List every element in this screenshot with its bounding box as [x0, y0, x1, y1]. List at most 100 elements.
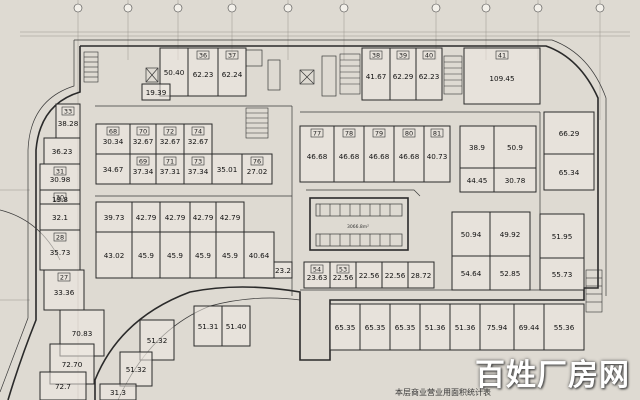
- shop-unit-outline: [415, 47, 443, 101]
- unit-number-box: [57, 272, 71, 282]
- unit-number: 81: [433, 130, 441, 138]
- unit-number-box: [402, 128, 416, 138]
- shop-unit: 52.85: [489, 255, 531, 291]
- shop-unit-outline: [99, 383, 137, 400]
- shop-unit-outline: [221, 305, 251, 347]
- shop-unit: 42.79: [131, 201, 161, 233]
- unit-area: 32.67: [160, 137, 181, 146]
- shop-unit: 49.92: [489, 211, 531, 257]
- shop-unit: 51.40: [221, 305, 251, 347]
- unit-area: 38.28: [58, 119, 79, 128]
- unit-number-box: [106, 126, 120, 136]
- unit-area: 39.73: [104, 213, 125, 222]
- shop-unit: 50.9: [493, 125, 537, 169]
- unit-area: 36.23: [52, 147, 73, 156]
- unit-area: 40.73: [427, 152, 448, 161]
- unit-area: 62.24: [222, 70, 243, 79]
- grid-markers: [73, 3, 605, 13]
- unit-area: 34.67: [103, 165, 124, 174]
- shop-unit: 45.9: [159, 231, 191, 279]
- shop-unit: 69.44: [513, 303, 545, 351]
- unit-area: 22.56: [333, 273, 354, 282]
- shop-unit: 42.79: [159, 201, 191, 233]
- unit-area: 44.45: [467, 176, 488, 185]
- unit-number-box: [422, 50, 436, 60]
- unit-number: 76: [253, 158, 261, 166]
- shop-unit-outline: [155, 123, 185, 155]
- unit-number-box: [53, 232, 67, 242]
- unit-number-box: [372, 128, 386, 138]
- shop-unit: 44.45: [459, 167, 495, 193]
- shop-unit: 38.9: [459, 125, 495, 169]
- shop-unit-outline: [39, 203, 81, 231]
- shop-unit: 75.94: [479, 303, 515, 351]
- shop-unit: 40.64: [243, 231, 275, 279]
- shop-unit: 50.94: [451, 211, 491, 257]
- shop-unit-outline: [361, 47, 391, 101]
- shop-unit-outline: [407, 261, 435, 289]
- unit-area: 45.9: [138, 251, 154, 260]
- unit-number-box: [191, 156, 205, 166]
- shop-unit-outline: [539, 257, 585, 291]
- unit-area: 46.68: [399, 152, 420, 161]
- unit-area: 62.23: [193, 70, 214, 79]
- unit-number-box: [250, 156, 264, 166]
- unit-number: 69: [139, 158, 147, 166]
- unit-area: 45.9: [195, 251, 211, 260]
- shop-unit: 23.2: [273, 261, 293, 279]
- unit-number-box: [225, 50, 239, 60]
- shop-unit-outline: [463, 47, 541, 105]
- shop-unit-outline: [189, 231, 217, 279]
- unit-area: 66.29: [559, 129, 580, 138]
- corridors: [95, 105, 580, 296]
- shop-unit: 65.35: [359, 303, 391, 351]
- shop-unit-outline: [423, 125, 451, 183]
- unit-area: 32.1: [52, 213, 68, 222]
- unit-number: 73: [194, 158, 202, 166]
- unit-area: 50.9: [507, 143, 523, 152]
- unit-area: 19.39: [146, 88, 167, 97]
- unit-area: 42.79: [193, 213, 214, 222]
- shop-unit-outline: [95, 231, 133, 279]
- shop-unit: 65.34: [543, 153, 595, 191]
- escalator-atrium: [306, 189, 421, 251]
- unit-area: 50.40: [164, 68, 185, 77]
- shop-unit-outline: [381, 261, 409, 289]
- shop-unit-outline: [273, 261, 293, 279]
- unit-number-box: [310, 128, 324, 138]
- unit-area: 30.78: [505, 176, 526, 185]
- unit-number-box: [310, 264, 324, 274]
- unit-area: 51.36: [425, 323, 446, 332]
- unit-area: 37.34: [133, 167, 154, 176]
- unit-area: 37.34: [188, 167, 209, 176]
- shop-unit-outline: [39, 163, 81, 191]
- shop-unit-outline: [393, 125, 425, 183]
- unit-number-box: [136, 156, 150, 166]
- unit-area: 51.32: [126, 365, 147, 374]
- unit-number-box: [191, 126, 205, 136]
- shop-unit: 35.01: [211, 153, 243, 185]
- unit-area: 65.35: [365, 323, 386, 332]
- unit-area: 32.67: [188, 137, 209, 146]
- unit-area: 19.8: [52, 195, 68, 204]
- unit-area: 49.92: [500, 230, 521, 239]
- unit-area: 65.35: [395, 323, 416, 332]
- shop-unit-outline: [459, 125, 495, 169]
- unit-number: 72: [166, 128, 174, 136]
- unit-number-box: [163, 126, 177, 136]
